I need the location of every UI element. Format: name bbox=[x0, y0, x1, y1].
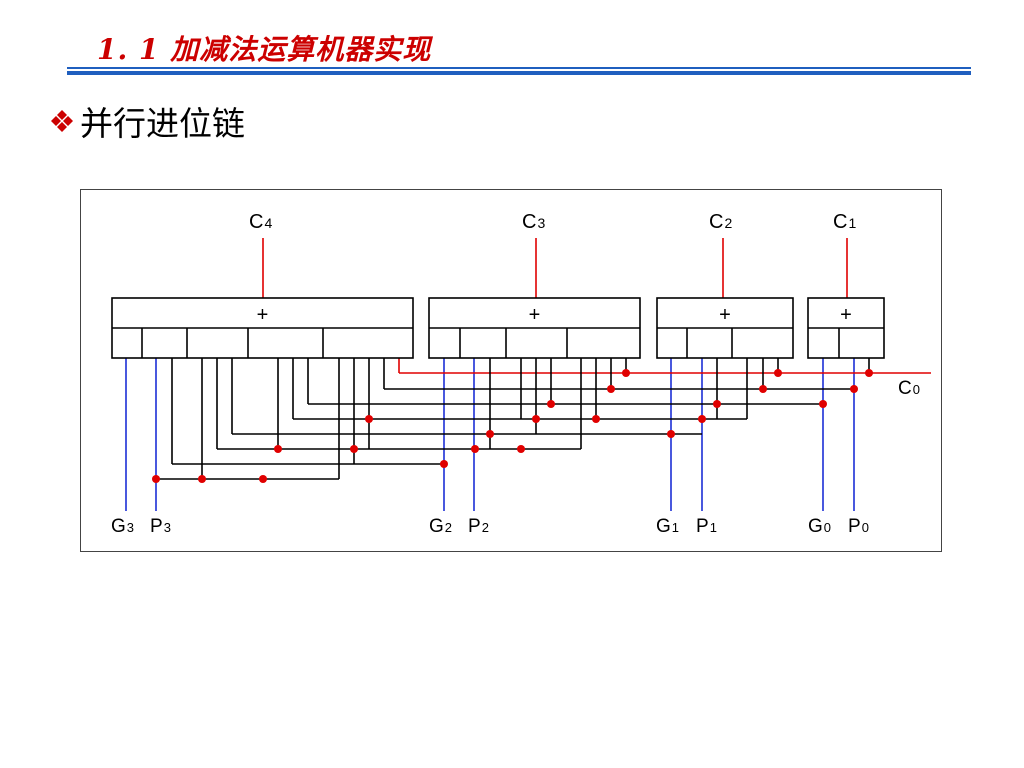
block-2-g-label-sub: 2 bbox=[445, 520, 452, 535]
junction-dot bbox=[622, 369, 630, 377]
block-1-g-label-sub: 1 bbox=[672, 520, 679, 535]
junction-dot bbox=[440, 460, 448, 468]
junction-dot bbox=[607, 385, 615, 393]
junction-dot bbox=[759, 385, 767, 393]
junction-dot bbox=[532, 415, 540, 423]
junction-dot bbox=[471, 445, 479, 453]
block-3-p-label-sub: 3 bbox=[164, 520, 171, 535]
block-1-g-label: G1 bbox=[656, 516, 679, 537]
junction-dot bbox=[819, 400, 827, 408]
block-0-p-label-sub: 0 bbox=[862, 520, 869, 535]
block-3-p-label: P3 bbox=[150, 516, 171, 537]
block-2-carry-label-main: C bbox=[522, 211, 536, 233]
block-1-carry-label: C2 bbox=[709, 211, 732, 233]
block-1-p-label: P1 bbox=[696, 516, 717, 537]
junction-dot bbox=[517, 445, 525, 453]
block-0-g-label-sub: 0 bbox=[824, 520, 831, 535]
block-1-carry-label-sub: 2 bbox=[724, 215, 732, 231]
junction-dot bbox=[198, 475, 206, 483]
four-diamond-bullet-icon bbox=[51, 110, 73, 132]
block-3-carry-label-sub: 4 bbox=[264, 215, 272, 231]
block-3-g-label: G3 bbox=[111, 516, 134, 537]
block-1-carry-label-main: C bbox=[709, 211, 723, 233]
block-2-g-label-main: G bbox=[429, 516, 444, 537]
block-2-p-label-sub: 2 bbox=[482, 520, 489, 535]
block-1-p-label-main: P bbox=[696, 516, 709, 537]
block-2-carry-label-sub: 3 bbox=[537, 215, 545, 231]
carry-in-label-sub: 0 bbox=[913, 382, 920, 397]
junction-dot bbox=[865, 369, 873, 377]
junction-dot bbox=[350, 445, 358, 453]
bullet-text: 并行进位链 bbox=[80, 104, 245, 143]
carry-in-label: C0 bbox=[898, 378, 920, 399]
block-0-carry-label-main: C bbox=[833, 211, 847, 233]
block-0-carry-label: C1 bbox=[833, 211, 856, 233]
block-3-carry-label: C4 bbox=[249, 211, 272, 233]
block-3-carry-label-main: C bbox=[249, 211, 263, 233]
block-3-p-label-main: P bbox=[150, 516, 163, 537]
junction-dot bbox=[850, 385, 858, 393]
junction-dot bbox=[259, 475, 267, 483]
junction-dot bbox=[698, 415, 706, 423]
bullet-item: 并行进位链 bbox=[48, 97, 245, 145]
junction-dot bbox=[274, 445, 282, 453]
title-rule-thin bbox=[67, 67, 971, 69]
block-2-p-label: P2 bbox=[468, 516, 489, 537]
block-0-g-label-main: G bbox=[808, 516, 823, 537]
block-0-carry-label-sub: 1 bbox=[848, 215, 856, 231]
junction-dot bbox=[592, 415, 600, 423]
junction-dot bbox=[486, 430, 494, 438]
title-rule-thick bbox=[67, 71, 971, 75]
block-0-p-label: P0 bbox=[848, 516, 869, 537]
junction-dot bbox=[774, 369, 782, 377]
junction-dot bbox=[713, 400, 721, 408]
block-0-g-label: G0 bbox=[808, 516, 831, 537]
block-0-p-label-main: P bbox=[848, 516, 861, 537]
block-3-g-label-main: G bbox=[111, 516, 126, 537]
block-2-g-label: G2 bbox=[429, 516, 452, 537]
block-3-g-label-sub: 3 bbox=[127, 520, 134, 535]
junction-dot bbox=[152, 475, 160, 483]
block-2-p-label-main: P bbox=[468, 516, 481, 537]
block-0-op: + bbox=[840, 304, 852, 326]
block-2-op: + bbox=[529, 304, 541, 326]
carry-in-label-main: C bbox=[898, 378, 912, 399]
block-1-p-label-sub: 1 bbox=[710, 520, 717, 535]
junction-dot bbox=[547, 400, 555, 408]
slide-title: 1. 1 加减法运算机器实现 bbox=[97, 33, 432, 66]
junction-dot bbox=[667, 430, 675, 438]
block-1-g-label-main: G bbox=[656, 516, 671, 537]
junction-dot bbox=[365, 415, 373, 423]
block-3-op: + bbox=[257, 304, 269, 326]
block-2-carry-label: C3 bbox=[522, 211, 545, 233]
block-1-op: + bbox=[719, 304, 731, 326]
